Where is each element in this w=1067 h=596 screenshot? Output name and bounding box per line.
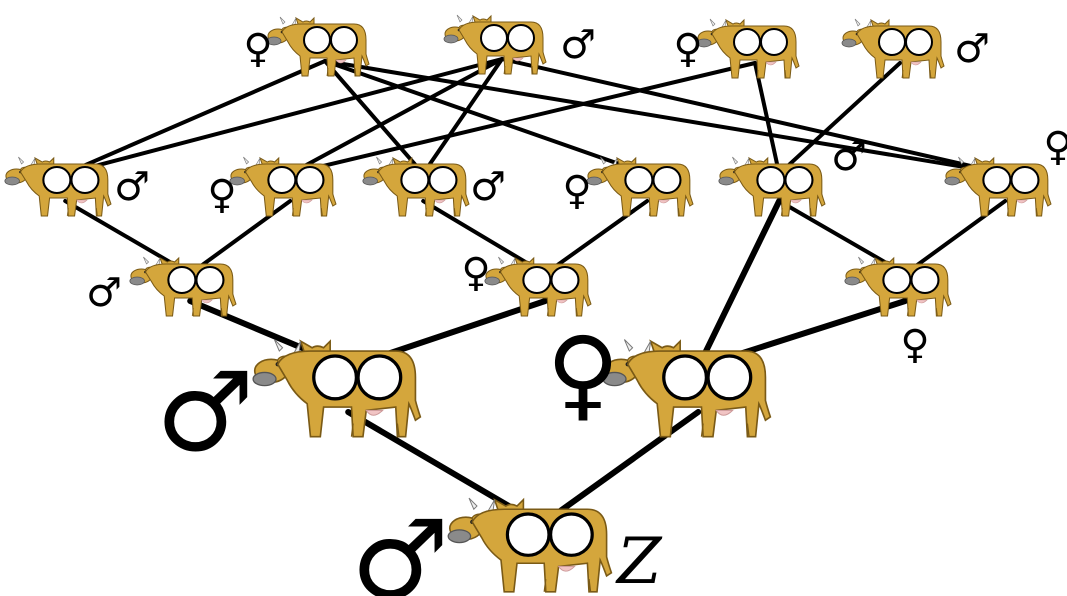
female-symbol-g3f: ♀ (1043, 124, 1067, 170)
cow-g4b (443, 14, 547, 75)
male-symbol-g3c: ♂ (470, 164, 506, 210)
pedigree-edge-g4b-g3f (500, 57, 1008, 176)
female-symbol-g2c: ♀ (900, 322, 929, 368)
female-symbol-g4c: ♀ (673, 26, 702, 72)
pedigree-edge-g4b-g3b (288, 57, 504, 176)
female-symbol-g2b: ♀ (461, 250, 490, 296)
male-symbol-g1a: ♂ (156, 348, 255, 476)
cow-g1b (602, 339, 772, 438)
female-symbol-g3d: ♀ (562, 168, 591, 214)
cow-g4c (696, 18, 800, 79)
male-symbol-z: ♂ (351, 496, 450, 596)
cow-g3e (718, 156, 826, 217)
pedigree-edge-g4c-g3b (288, 61, 757, 176)
cow-g3d (586, 156, 694, 217)
female-symbol-g1b: ♀ (546, 315, 619, 432)
pedigree-edge-g4a-g3d (323, 59, 650, 176)
cow-g1a (252, 339, 422, 438)
male-symbol-g4d: ♂ (954, 26, 990, 72)
cow-g4a (266, 16, 370, 77)
male-symbol-g3e: ♂ (831, 134, 867, 180)
sex-symbols: ♀ ♂ ♀ ♂ ♂ ♀ ♂ ♀ ♂ ♀ ♂ ♀ ♀ ♂ ♀ ♂ (86, 22, 1067, 596)
target-animal-label: Z (615, 525, 663, 596)
pedigree-edge-g3f-g2c (903, 199, 1008, 276)
pedigree-edge-g4a-g3c (323, 59, 426, 176)
female-symbol-g3b: ♀ (207, 172, 236, 218)
cow-g3b (229, 156, 337, 217)
cow-g2a (129, 256, 237, 317)
cow-g3c (362, 156, 470, 217)
pedigree-edge-g3e-g1b (695, 198, 783, 371)
cow-z (447, 497, 613, 593)
cow-g3f (944, 156, 1052, 217)
pedigree-edge-g4d-g3e (777, 61, 902, 176)
female-symbol-g4a: ♀ (243, 26, 272, 72)
pedigree-edge-g4c-g3e (753, 61, 782, 176)
pedigree-edge-g3d-g2b (543, 199, 650, 276)
cow-g2b (484, 256, 592, 317)
cow-g2c (844, 256, 952, 317)
pedigree-edge-g1b-z (538, 409, 702, 528)
pedigree-animals (4, 14, 1052, 593)
male-symbol-g2a: ♂ (86, 270, 122, 316)
pedigree-edge-g3b-g2a (188, 199, 293, 276)
pedigree-edge-g4a-g3a (63, 59, 327, 176)
cow-g4d (841, 18, 945, 79)
cow-g3a (4, 156, 112, 217)
pedigree-edge-g4a-g3f (323, 59, 1008, 176)
male-symbol-g3a: ♂ (114, 164, 150, 210)
pedigree-edge-g4b-g3a (63, 57, 504, 176)
pedigree-edge-g4b-g3c (421, 57, 504, 176)
male-symbol-g4b: ♂ (560, 22, 596, 68)
